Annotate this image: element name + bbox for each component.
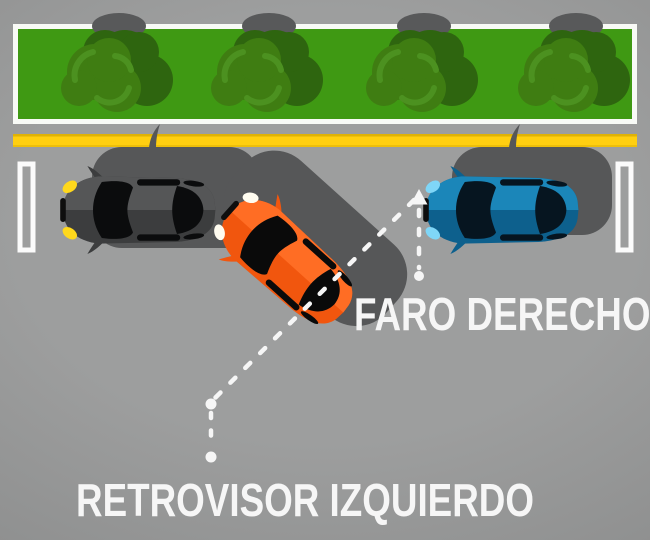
label-right-headlight: FARO DERECHO bbox=[354, 288, 650, 340]
headlight-guide-dot bbox=[414, 271, 424, 281]
diagonal-guide-line bbox=[211, 197, 417, 402]
gray-car-mirror-shadow bbox=[149, 124, 160, 148]
parking-slot-marker-left bbox=[17, 161, 36, 253]
mirror-guide-dot-top bbox=[205, 398, 217, 410]
orange-car-shadow bbox=[223, 150, 408, 327]
guide-markers bbox=[205, 189, 428, 463]
parking-slot-marker-right bbox=[615, 161, 634, 253]
alignment-guides bbox=[208, 197, 422, 451]
headlight-arrow-icon bbox=[410, 189, 428, 205]
label-left-mirror: RETROVISOR IZQUIERDO bbox=[76, 474, 534, 526]
blue-car-mirror-shadow bbox=[509, 124, 520, 148]
curb-line bbox=[13, 134, 637, 147]
hedge-strip bbox=[13, 13, 637, 124]
mirror-guide-dot-bottom bbox=[205, 451, 217, 463]
